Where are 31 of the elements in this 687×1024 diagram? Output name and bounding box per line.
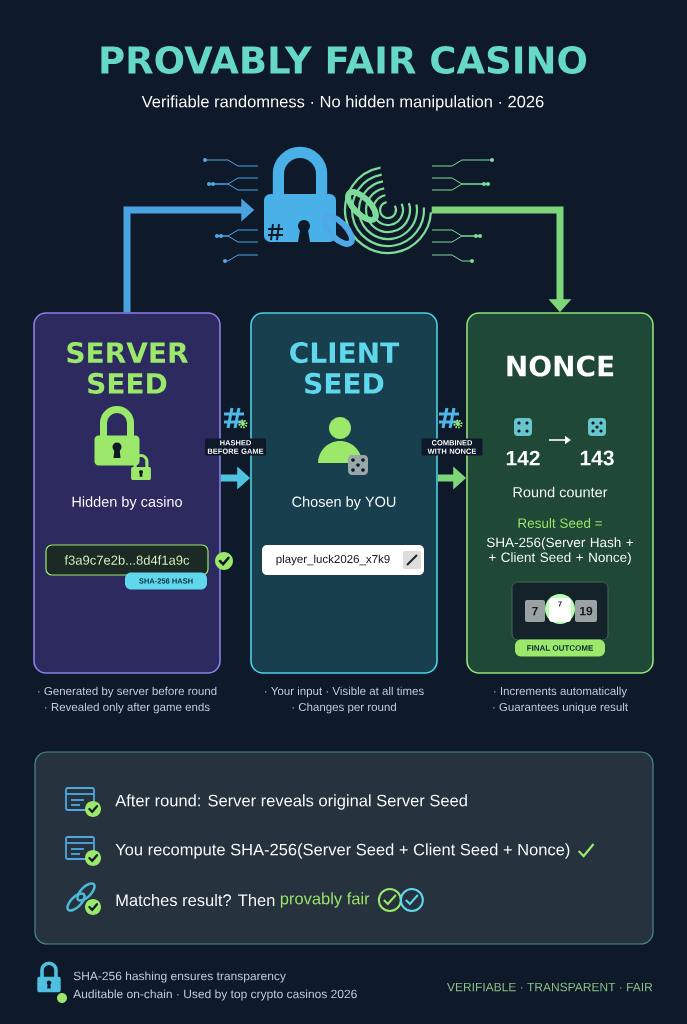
input-text: player_luck2026_x7k9 — [276, 554, 390, 566]
footer-text: SHA-256 hashing ensures transparency — [73, 971, 286, 983]
card-heading: CLIENT SEED — [290, 342, 400, 394]
bullet-text: · Generated by server before round — [38, 686, 217, 698]
bullet-text: · Guarantees unique result — [493, 702, 628, 714]
step-text: After round: Server reveals original Server Seed — [115, 794, 467, 810]
bullet-text: · Your input · Visible at all times — [265, 686, 424, 698]
bullet-text: · Revealed only after game ends — [45, 702, 210, 714]
step-text: You recompute SHA-256(Server Seed + Client Seed + Nonce) — [115, 843, 570, 859]
badge-text: FINAL OUTCOME — [527, 645, 593, 651]
lock-fingerprint-drawing — [203, 146, 494, 263]
formula-label: Result Seed = — [518, 518, 602, 528]
number-text: 143 — [580, 450, 614, 466]
highlight-text: provably fair — [280, 892, 370, 908]
card-heading: SERVER SEED — [67, 342, 189, 394]
caption-text: Chosen by YOU — [292, 496, 396, 510]
number-text: 142 — [506, 450, 540, 466]
bullet-text: · Increments automatically — [494, 686, 628, 698]
caption-text: Round counter — [513, 486, 608, 498]
footer-tagline: VERIFIABLE · TRANSPARENT · FAIR — [447, 982, 653, 992]
card-heading: NONCE — [507, 355, 614, 377]
number-die: 7 — [525, 600, 545, 622]
number-die: 19 — [575, 600, 597, 622]
footer-text: Auditable on-chain · Used by top crypto casinos 2026 — [73, 989, 357, 1001]
bullet-text: · Changes per round — [292, 702, 396, 714]
subtitle: Verifiable randomness · No hidden manipulation · 2026 — [141, 95, 544, 111]
title: PROVABLY FAIR CASINO — [101, 46, 587, 74]
hash-text: f3a9c7e2b...8d4f1a9c — [64, 555, 190, 565]
step-text: Matches result? Then — [116, 893, 275, 907]
formula-text: SHA-256(Server Hash + + Client Seed + Nonce) — [486, 537, 633, 565]
caption-text: Hidden by casino — [72, 496, 182, 510]
